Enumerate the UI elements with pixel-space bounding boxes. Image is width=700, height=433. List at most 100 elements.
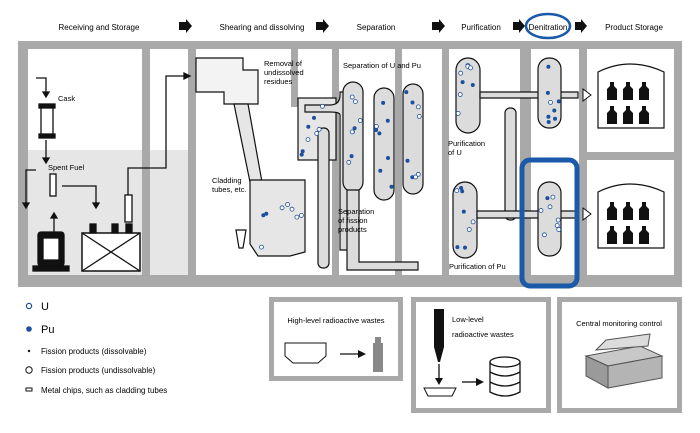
u-particle [470,219,476,225]
u-particle [349,129,355,135]
pu-particle [264,211,269,216]
product-container-icon [607,106,617,124]
arrow-icon [179,19,192,33]
product-container-icon [623,226,633,244]
receiving-section [21,71,192,272]
u-particle [316,126,322,132]
legend-fp-undissolvable-icon [25,366,33,374]
u-particle [455,111,461,116]
removal-label: Removal of undissolved residues [264,59,306,86]
high-level-waste-label: High-level radioactive wastes [287,316,384,325]
purification-u-label: Purification of U [448,139,487,157]
u-particle [542,232,547,238]
stage-label-product-storage: Product Storage [605,23,663,32]
pu-particle [546,114,551,119]
stage-label-receiving: Receiving and Storage [59,23,140,32]
fission-separation-label: Separation of fission products [338,207,376,234]
compactor-tray-icon [423,387,457,397]
u-particle [279,205,285,211]
cask-label: Cask [58,94,75,103]
pu-particle [556,99,561,104]
stage-label-purification: Purification [461,23,501,32]
product-containers [607,82,649,244]
u-particle [556,227,562,232]
stage-arrows [179,19,587,33]
high-level-waste-panel: High-level radioactive wastes [269,297,403,381]
arrow-icon [513,19,525,33]
pu-particle [461,209,466,214]
arrow-icon [432,19,445,33]
dissolver [249,179,306,257]
purification-pu-label: Purification of Pu [449,262,506,271]
shear-machine [195,57,259,105]
u-particle [468,65,473,71]
pu-particle [300,149,305,154]
u-particle [415,171,421,177]
pu-particle [410,175,415,180]
pu-particle [261,213,266,218]
pu-particle [377,131,382,136]
legend-metal-chips-icon [25,387,33,392]
u-particle [454,188,460,194]
spent-fuel-icon [49,173,57,197]
product-container-icon [607,202,617,220]
u-particle [466,227,472,232]
u-particle [555,217,561,223]
cask-icon [40,105,54,137]
u-particle [415,104,421,110]
pu-particle [349,154,354,159]
denitration-vessel-pu [537,181,562,257]
legend: U Pu Fission products (dissolvable) Fiss… [25,301,167,395]
separation-column-3 [373,87,395,201]
u-particle [416,114,422,119]
arrow-icon [358,350,366,358]
u-particle [457,92,463,97]
legend-u-label: U [41,301,49,313]
legend-fp-dissolvable-label: Fission products (dissolvable) [41,347,147,356]
pipe-pu-line [476,210,579,219]
product-container-icon [623,106,633,124]
u-particle [319,103,325,109]
legend-pu-icon [26,326,32,332]
u-particle [357,118,363,123]
denitration-highlight-ellipse [524,12,572,40]
denitration-pu-highlight [519,157,580,289]
pu-particle [389,184,394,189]
separation-column-1 [317,127,330,269]
u-particle [289,206,295,212]
pu-particle [378,168,383,173]
product-container-icon [623,202,633,220]
pu-particle [410,100,415,105]
low-level-waste-label: Low-level radioactive wastes [452,315,514,339]
particles [259,63,562,250]
pu-particle [460,189,465,194]
pu-product-arrow-icon [582,207,592,221]
pu-particle [404,90,409,95]
pu-particle [459,186,464,190]
u-particle [548,100,553,105]
legend-pu-label: Pu [41,324,54,336]
stage-label-shearing: Shearing and dissolving [220,23,305,32]
product-container-icon [639,106,649,124]
spent-fuel-label: Spent Fuel [48,163,85,172]
pu-particle [455,245,460,250]
pu-particle [352,126,357,131]
pu-particle [545,196,550,201]
pu-particle [381,100,386,105]
purification-column-u-1 [402,83,424,195]
hlw-tank-icon [284,342,327,364]
vitrified-canister-icon [373,343,383,372]
pu-particle [405,158,410,163]
pu-particle [299,152,304,157]
monitoring-label: Central monitoring control [576,319,662,328]
u-particle [352,99,358,104]
product-container-icon [607,82,617,100]
pu-particle [460,80,465,85]
legend-fp-undissolvable-label: Fission products (undissolvable) [41,366,156,375]
u-product-arrow-icon [582,88,592,102]
stage-label-separation: Separation [357,23,396,32]
legend-fp-dissolvable-icon [27,349,31,353]
pu-particle [552,108,557,113]
stage-header: Receiving and Storage Shearing and disso… [59,12,663,40]
u-particle [259,244,264,250]
